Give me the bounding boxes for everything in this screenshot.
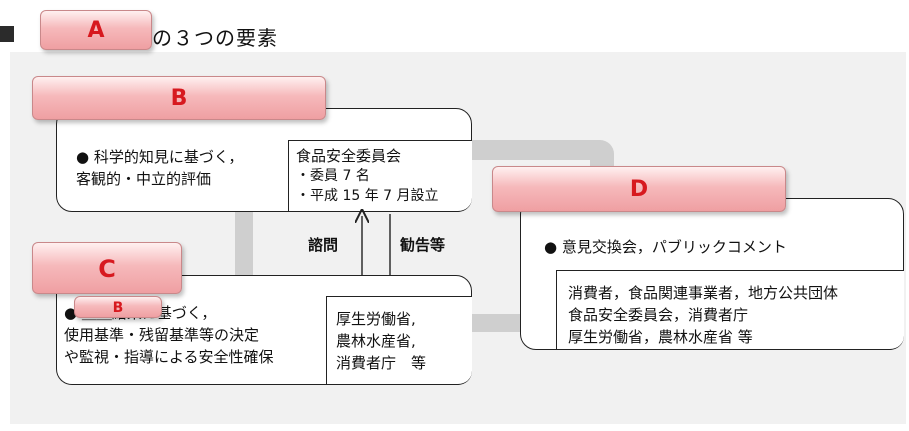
box-b-desc-line-1: ● 科学的知見に基づく， <box>76 148 244 166</box>
box-d-participants-line-3: 厚生労働省，農林水産省 等 <box>568 328 753 346</box>
bullet-square-icon <box>0 26 14 42</box>
arrow-label-up: 諮問 <box>308 236 339 254</box>
box-c-org-panel <box>326 296 472 385</box>
box-c-desc-line-3: や監視・指導による安全性確保 <box>64 348 274 366</box>
connector-band-mid <box>235 205 253 285</box>
label-a: A <box>40 10 152 50</box>
box-c-org-line-1: 厚生労働省, <box>336 310 416 328</box>
box-d-participants-line-1: 消費者，食品関連事業者，地方公共団体 <box>568 284 839 302</box>
box-c-org: 厚生労働省, 農林水産省, 消費者庁 等 <box>336 308 426 374</box>
box-b-desc-line-2: 客観的・中立的評価 <box>76 170 212 188</box>
box-b-org-members: ・委員 7 名 <box>296 168 370 184</box>
box-b-org: 食品安全委員会 ・委員 7 名 ・平成 15 年 7 月設立 <box>296 146 439 206</box>
box-b-org-panel <box>288 140 472 212</box>
box-c-org-line-3: 消費者庁 等 <box>336 354 427 372</box>
page-title: の３つの要素 <box>152 26 278 50</box>
connector-band-top <box>460 140 600 160</box>
label-c-sub-b: B <box>74 296 162 318</box>
label-b: B <box>32 76 326 120</box>
box-d-participants: 消費者，食品関連事業者，地方公共団体 食品安全委員会，消費者庁 厚生労働省，農林… <box>568 282 838 348</box>
box-d-participants-line-2: 食品安全委員会，消費者庁 <box>568 306 749 324</box>
label-d: D <box>492 166 786 212</box>
box-d-description: ● 意見交換会，パブリックコメント <box>544 238 787 256</box>
box-b-org-name: 食品安全委員会 <box>296 147 402 165</box>
arrow-label-down: 勧告等 <box>400 236 446 254</box>
box-d-participants-panel <box>556 270 904 350</box>
label-c: C <box>32 242 182 294</box>
box-c-org-line-2: 農林水産省, <box>336 332 416 350</box>
box-c-desc-line-2: 使用基準・残留基準等の決定 <box>64 326 260 344</box>
box-b-description: ● 科学的知見に基づく， 客観的・中立的評価 <box>76 146 243 190</box>
connector-band-bottom <box>460 314 530 332</box>
box-b-org-founded: ・平成 15 年 7 月設立 <box>296 188 439 204</box>
